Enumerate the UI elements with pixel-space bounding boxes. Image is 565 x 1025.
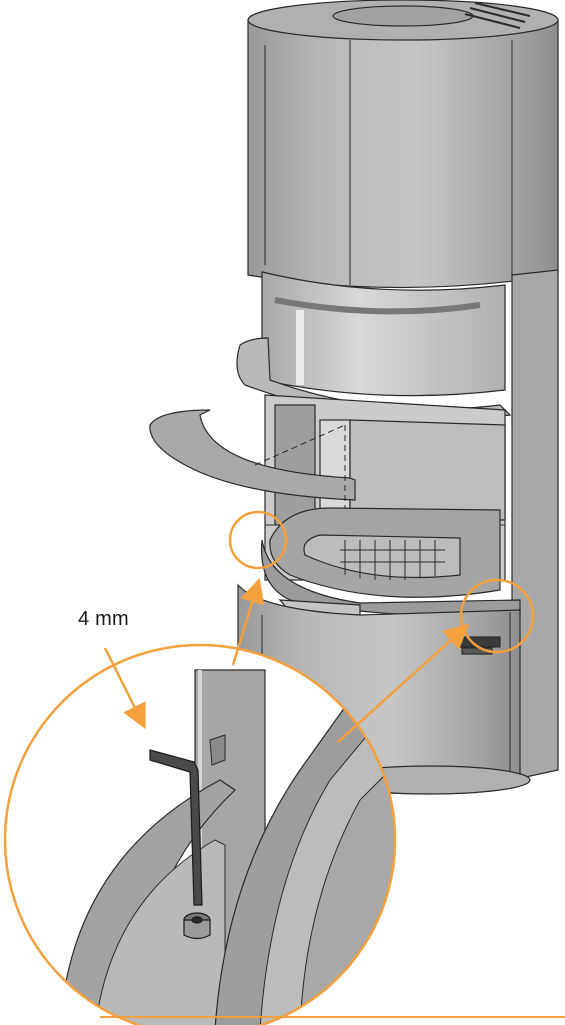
vent-slots: [464, 2, 531, 29]
highlight-circle-left: [228, 510, 288, 570]
socket-screw: [183, 912, 211, 940]
highlight-circle-right: [459, 578, 535, 654]
grate-bars: [340, 540, 445, 580]
allen-key-size-label: 4 mm: [78, 608, 129, 630]
pointer-line-right: [337, 623, 470, 743]
hex-key-icon: [149, 749, 203, 906]
zoom-circle-large: [3, 643, 397, 1025]
callout-overlay: [3, 510, 565, 1025]
stove-top-section: [247, 0, 559, 289]
zoom-detail: [5, 645, 395, 1025]
arrow-icon: [103, 647, 146, 730]
grate-ring: [260, 507, 521, 617]
glass-door: [261, 271, 506, 397]
pointer-line-left: [231, 578, 265, 666]
